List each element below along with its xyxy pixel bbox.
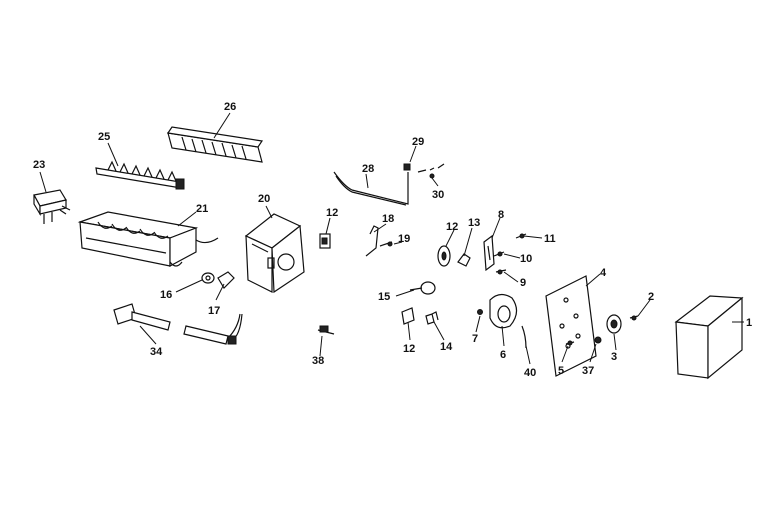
label-1: 1 [746, 317, 752, 329]
part-2-screw [629, 315, 639, 321]
label-4: 4 [600, 267, 607, 279]
label-8: 8 [498, 209, 504, 221]
label-11: 11 [544, 233, 556, 245]
label-38: 38 [312, 355, 324, 367]
part-29-screw [403, 163, 411, 171]
label-14: 14 [440, 341, 453, 353]
label-37: 37 [582, 365, 594, 377]
label-20: 20 [258, 193, 270, 205]
label-18: 18 [382, 213, 394, 225]
part-16-washer [201, 272, 215, 284]
part-23-bracket [33, 189, 71, 224]
part-5-screw [565, 340, 575, 346]
part-17-clip [217, 271, 235, 289]
label-23: 23 [33, 159, 45, 171]
part-21-mold [77, 211, 219, 268]
label-19: 19 [398, 233, 410, 245]
part-38-connector [317, 325, 335, 335]
label-25: 25 [98, 131, 110, 143]
part-7-screw [477, 309, 483, 315]
label-9: 9 [520, 277, 526, 289]
part-20-housing [244, 213, 305, 294]
label-13: 13 [468, 217, 480, 229]
label-15: 15 [378, 291, 390, 303]
label-2: 2 [648, 291, 654, 303]
label-30: 30 [432, 189, 444, 201]
label-12-lower: 12 [403, 343, 415, 355]
leader-lines [39, 112, 744, 365]
part-9-screw [495, 269, 507, 275]
part-3-gear [606, 314, 622, 334]
part-25-shaft [95, 160, 185, 190]
part-34-fill-tube [113, 303, 171, 331]
part-12c-switch [401, 307, 415, 325]
label-40: 40 [524, 367, 536, 379]
part-12a-switch [319, 233, 331, 249]
label-7: 7 [472, 333, 478, 345]
label-10: 10 [520, 253, 532, 265]
part-19-screw [379, 241, 393, 247]
label-12-middle: 12 [446, 221, 458, 233]
label-17: 17 [208, 305, 220, 317]
label-26: 26 [224, 101, 236, 113]
label-21: 21 [196, 203, 208, 215]
label-28: 28 [362, 163, 374, 175]
part-8-bracket [483, 234, 495, 272]
part-4-plate [545, 275, 597, 377]
part-labels: 1 2 3 4 5 6 7 8 9 10 11 12 12 12 13 14 1… [33, 101, 752, 379]
part-10-screw [493, 251, 505, 257]
part-6-motor [489, 293, 518, 329]
label-3: 3 [611, 351, 617, 363]
wire-harness [183, 313, 243, 345]
part-28-feeler-arm [333, 171, 409, 206]
part-37-screw [594, 336, 602, 344]
part-18-lever [365, 225, 379, 257]
part-13-cam [457, 253, 471, 267]
part-1-cover [674, 295, 744, 380]
label-34: 34 [150, 346, 163, 358]
part-12b-switch [437, 245, 451, 267]
part-40-wire [521, 325, 527, 349]
label-12-upper: 12 [326, 207, 338, 219]
part-15-thermostat [409, 281, 436, 295]
label-5: 5 [558, 365, 564, 377]
label-6: 6 [500, 349, 506, 361]
part-26-ejector [166, 126, 264, 163]
label-29: 29 [412, 136, 424, 148]
part-30-spring [417, 163, 445, 179]
label-16: 16 [160, 289, 172, 301]
part-14-clip [425, 311, 439, 325]
